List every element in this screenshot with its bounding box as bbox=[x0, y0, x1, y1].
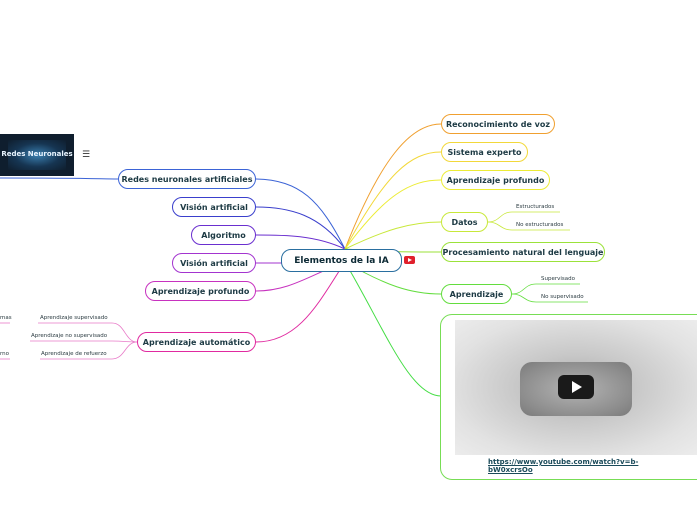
leaf-supervisado[interactable]: Supervisado bbox=[541, 276, 575, 282]
node-sistema-experto[interactable]: Sistema experto bbox=[441, 142, 528, 162]
node-vision-artificial-1[interactable]: Visión artificial bbox=[172, 197, 256, 217]
node-label: Redes neuronales artificiales bbox=[121, 174, 253, 184]
leaf-estructurados[interactable]: Estructurados bbox=[516, 204, 555, 210]
node-label: Visión artificial bbox=[180, 258, 248, 268]
node-label: Procesamiento natural del lenguaje bbox=[442, 247, 604, 257]
play-icon[interactable] bbox=[558, 375, 594, 399]
node-label: Datos bbox=[451, 217, 478, 227]
node-label: Aprendizaje profundo bbox=[151, 286, 250, 296]
node-label: Aprendizaje bbox=[449, 289, 504, 299]
leaf-aprendizaje-supervisado[interactable]: Aprendizaje supervisado bbox=[40, 315, 108, 321]
video-link[interactable]: https://www.youtube.com/watch?v=b-bW0xcr… bbox=[488, 458, 639, 474]
node-aprendizaje-profundo-left[interactable]: Aprendizaje profundo bbox=[145, 281, 256, 301]
node-algoritmo[interactable]: Algoritmo bbox=[191, 225, 256, 245]
leaf-no-estructurados[interactable]: No estructurados bbox=[516, 222, 564, 228]
youtube-icon[interactable] bbox=[404, 256, 415, 264]
redes-neuronales-image[interactable]: Redes Neuronales bbox=[0, 134, 74, 176]
redes-image-title: Redes Neuronales bbox=[1, 150, 73, 158]
node-aprendizaje-profundo-right[interactable]: Aprendizaje profundo bbox=[441, 170, 550, 190]
video-thumbnail[interactable] bbox=[455, 320, 697, 455]
node-label: Reconocimiento de voz bbox=[445, 119, 551, 129]
node-label: Sistema experto bbox=[447, 147, 522, 157]
node-procesamiento-lenguaje[interactable]: Procesamiento natural del lenguaje bbox=[441, 242, 605, 262]
node-datos[interactable]: Datos bbox=[441, 212, 488, 232]
node-label: Visión artificial bbox=[180, 202, 248, 212]
leaf-no-supervisado[interactable]: No supervisado bbox=[541, 294, 584, 300]
central-topic-label: Elementos de la IA bbox=[294, 255, 389, 266]
node-label: Aprendizaje automático bbox=[142, 337, 251, 347]
leaf-aprendizaje-no-supervisado[interactable]: Aprendizaje no supervisado bbox=[31, 333, 108, 339]
node-redes-neuronales[interactable]: Redes neuronales artificiales bbox=[118, 169, 256, 189]
node-aprendizaje[interactable]: Aprendizaje bbox=[441, 284, 512, 304]
neural-glow bbox=[8, 140, 66, 170]
node-aprendizaje-automatico[interactable]: Aprendizaje automático bbox=[137, 332, 256, 352]
leaf-aprendizaje-refuerzo[interactable]: Aprendizaje de refuerzo bbox=[41, 351, 107, 357]
hamburger-menu-icon[interactable]: ☰ bbox=[82, 150, 91, 160]
node-vision-artificial-2[interactable]: Visión artificial bbox=[172, 253, 256, 273]
node-label: Algoritmo bbox=[201, 230, 246, 240]
node-label: Aprendizaje profundo bbox=[446, 175, 545, 185]
leaf-cut-fragment[interactable]: rno bbox=[0, 351, 10, 357]
leaf-cut-fragment[interactable]: mas bbox=[0, 315, 12, 321]
central-topic[interactable]: Elementos de la IA bbox=[281, 249, 402, 272]
node-reconocimiento-voz[interactable]: Reconocimiento de voz bbox=[441, 114, 555, 134]
